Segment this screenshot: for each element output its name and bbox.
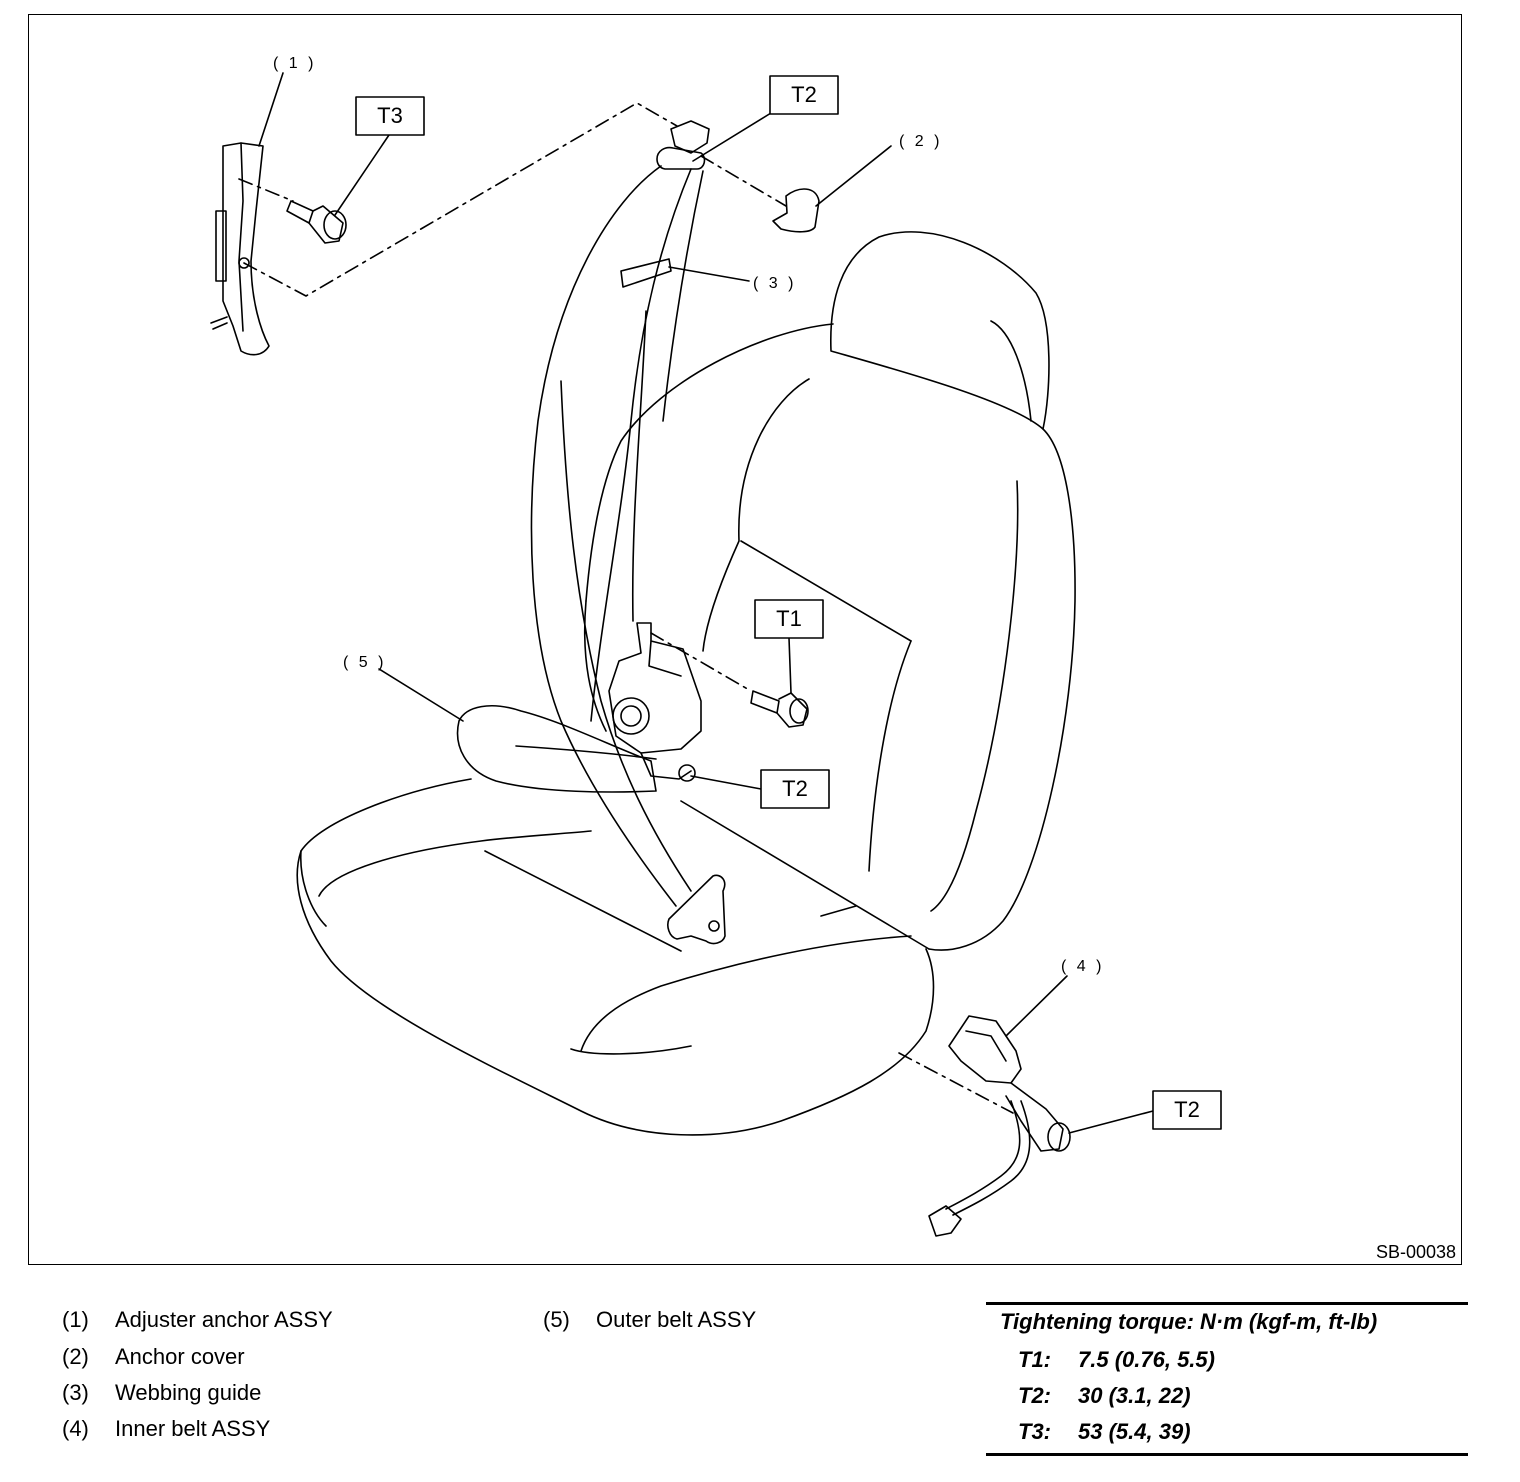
torque-label-t3: T3	[377, 103, 403, 128]
legend-item-3: (3) Webbing guide	[62, 1380, 261, 1406]
seat-back-outline	[585, 323, 834, 602]
torque-value: 30 (3.1, 22)	[1078, 1383, 1191, 1408]
figure-id: SB-00038	[1376, 1242, 1456, 1262]
torque-box-t1: T1	[754, 599, 824, 639]
seat-back-panel	[702, 378, 810, 652]
exploded-diagram-frame: ( 1 ) ( 2 ) ( 3 ) ( 4 ) ( 5 ) T3 T2 T1 T…	[28, 14, 1462, 1265]
cushion-rear2	[820, 905, 857, 917]
torque-table: Tightening torque: N·m (kgf-m, ft-lb) T1…	[986, 1302, 1468, 1456]
adjuster-anchor	[210, 142, 270, 356]
torque-label-t2-bottom: T2	[1174, 1097, 1200, 1122]
seat-drawing	[296, 231, 1076, 1136]
callout-5: ( 5 )	[343, 654, 386, 671]
legend-item-1: (1) Adjuster anchor ASSY	[62, 1307, 333, 1333]
seat-back-inner	[930, 480, 1019, 912]
seat-back-side	[928, 428, 1076, 951]
callout-1: ( 1 )	[273, 55, 316, 72]
callout-3: ( 3 )	[753, 275, 796, 292]
callout-leaders	[258, 72, 1154, 1134]
torque-row-t3: T3: 53 (5.4, 39)	[1018, 1419, 1191, 1445]
torque-row-t1: T1: 7.5 (0.76, 5.5)	[1018, 1347, 1215, 1373]
legend-item-2: (2) Anchor cover	[62, 1344, 245, 1370]
cushion-seam-left	[484, 850, 682, 952]
legend-label: Outer belt ASSY	[596, 1307, 757, 1332]
legend-num: (4)	[62, 1416, 89, 1441]
torque-box-t2-bottom: T2	[1152, 1090, 1222, 1130]
headrest	[829, 231, 1050, 430]
torque-table-heading: Tightening torque: N·m (kgf-m, ft-lb)	[1000, 1309, 1378, 1334]
legend-label: Inner belt ASSY	[115, 1416, 271, 1441]
cushion-front-edge	[570, 1045, 692, 1055]
t3-bolt	[286, 200, 347, 244]
cushion-side	[300, 850, 327, 927]
seat-back-seam	[740, 540, 912, 642]
torque-row-t2: T2: 30 (3.1, 22)	[1018, 1383, 1191, 1409]
cushion-front-panel	[318, 830, 592, 897]
torque-box-t3-top: T3	[355, 96, 425, 136]
cushion-seam-right	[580, 935, 912, 1052]
seat-belt-illustration: ( 1 ) ( 2 ) ( 3 ) ( 4 ) ( 5 ) T3 T2 T1 T…	[210, 55, 1456, 1262]
torque-code: T1:	[1018, 1347, 1051, 1372]
legend-num: (5)	[543, 1307, 570, 1332]
cushion-top	[296, 778, 935, 1136]
torque-label-t1: T1	[776, 606, 802, 631]
torque-box-t2-top: T2	[769, 75, 839, 115]
seat-back-front	[868, 640, 912, 872]
legend-label: Anchor cover	[115, 1344, 245, 1369]
torque-value: 7.5 (0.76, 5.5)	[1078, 1347, 1215, 1372]
torque-label-t2-top: T2	[791, 82, 817, 107]
legend-label: Adjuster anchor ASSY	[115, 1307, 333, 1332]
tongue-plate	[667, 874, 726, 945]
top-anchor-bolt	[656, 120, 710, 170]
callout-4: ( 4 )	[1061, 958, 1104, 975]
dashed-leaders	[238, 102, 1014, 1114]
torque-label-t2-mid: T2	[782, 776, 808, 801]
torque-code: T2:	[1018, 1383, 1051, 1408]
outer-belt-cover	[456, 705, 657, 793]
legend-item-4: (4) Inner belt ASSY	[62, 1416, 270, 1442]
torque-value: 53 (5.4, 39)	[1078, 1419, 1191, 1444]
legend-item-5: (5) Outer belt ASSY	[543, 1307, 756, 1333]
torque-box-t2-mid: T2	[760, 769, 830, 809]
t1-bolt	[750, 690, 809, 728]
webbing-guide	[620, 258, 672, 288]
retractor	[608, 622, 702, 782]
legend-num: (2)	[62, 1344, 89, 1369]
torque-code: T3:	[1018, 1419, 1051, 1444]
legend-num: (1)	[62, 1307, 89, 1332]
legend-num: (3)	[62, 1380, 89, 1405]
outer-belt-webbing	[530, 165, 726, 945]
anchor-cover	[772, 188, 820, 233]
headrest-inner	[990, 320, 1032, 422]
cushion-rear	[680, 800, 930, 950]
callout-2: ( 2 )	[899, 133, 942, 150]
inner-belt	[928, 1015, 1071, 1237]
legend-label: Webbing guide	[115, 1380, 262, 1405]
